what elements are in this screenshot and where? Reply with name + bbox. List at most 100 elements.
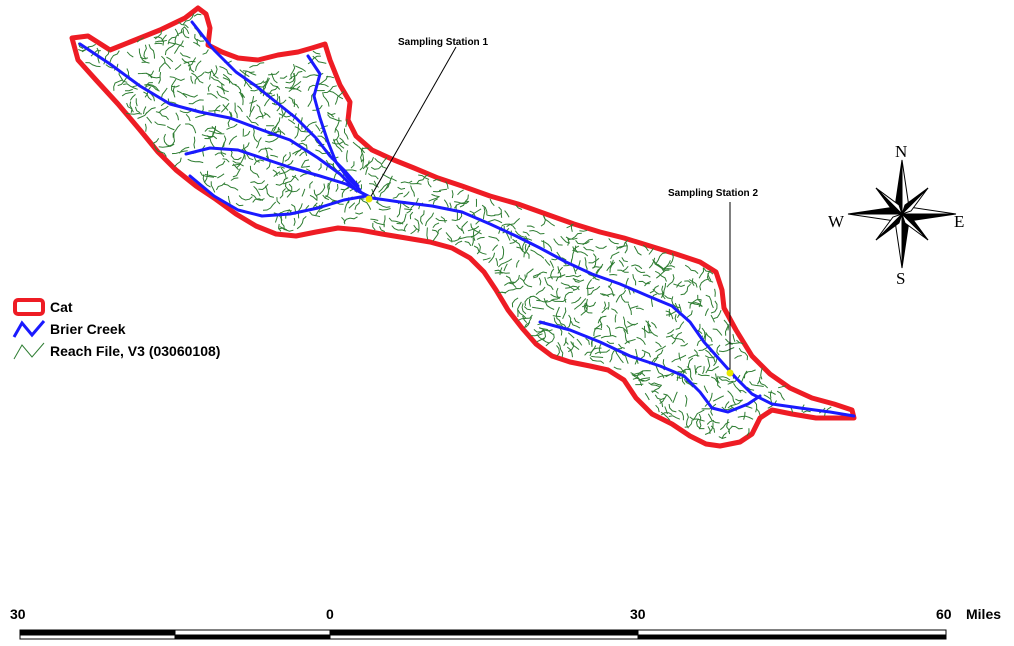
reach-segment (413, 224, 420, 231)
reach-segment (171, 78, 177, 94)
reach-segment (420, 210, 425, 225)
reach-segment (253, 159, 265, 166)
reach-segment (585, 337, 590, 345)
reach-segment (291, 175, 299, 181)
reach-segment (662, 291, 666, 300)
reach-segment (138, 48, 147, 63)
reach-segment (287, 160, 294, 166)
reach-segment (223, 135, 227, 148)
reach-segment (714, 288, 716, 297)
reach-segment (174, 31, 183, 45)
reach-segment (204, 127, 216, 132)
reach-segment (718, 377, 734, 383)
reach-segment (172, 85, 176, 98)
reach-segment (249, 96, 255, 112)
reach-segment (676, 376, 685, 379)
reach-segment (285, 188, 301, 193)
reach-segment (284, 151, 291, 162)
reach-segment (627, 303, 632, 315)
reach-segment (155, 111, 169, 121)
reach-segment (523, 306, 532, 311)
reach-segment (622, 265, 629, 272)
reach-segment (666, 274, 675, 288)
reach-segment (557, 341, 564, 358)
reach-segment (738, 347, 749, 361)
reach-segment (621, 257, 628, 263)
reach-segment (668, 404, 677, 413)
brier-creek-trib-south (538, 320, 762, 414)
reach-segment (503, 263, 508, 272)
reach-segment (642, 244, 649, 252)
reach-segment (232, 168, 241, 178)
reach-segment (182, 92, 198, 98)
reach-segment (802, 410, 811, 413)
reach-segment (614, 314, 617, 323)
reach-segment (327, 111, 335, 118)
reach-segment (650, 298, 654, 307)
reach-segment (227, 112, 233, 128)
reach-segment (339, 137, 349, 146)
reach-segment (287, 119, 296, 125)
reach-segment (301, 188, 306, 197)
reach-segment (753, 400, 758, 413)
reach-segment (609, 349, 618, 363)
reach-segment (348, 202, 356, 209)
reach-segment (702, 366, 705, 375)
reach-segment (105, 64, 113, 69)
reach-segment (179, 110, 192, 114)
reach-segment (154, 121, 166, 126)
reach-segment (567, 332, 575, 339)
scale-tick-2: 30 (630, 606, 646, 622)
reach-segment (215, 160, 226, 169)
reach-segment (458, 235, 475, 240)
reach-segment (410, 228, 418, 235)
reach-segment (381, 157, 388, 165)
reach-segment (432, 227, 442, 242)
reach-segment (154, 39, 168, 43)
reach-segment (428, 195, 440, 202)
reach-segment (158, 105, 169, 114)
reach-segment (607, 301, 610, 310)
reach-segment (154, 29, 162, 40)
reach-segment (644, 325, 646, 338)
reach-segment (121, 91, 134, 97)
reach-segment (528, 298, 531, 307)
reach-segment (655, 365, 665, 379)
reach-segment (607, 285, 615, 297)
brier-creek-trib-ne (306, 54, 362, 192)
reach-segment (241, 93, 244, 106)
reach-segment (533, 271, 548, 279)
reach-segment (210, 69, 219, 79)
reach-segment (631, 373, 643, 387)
reach-segment (649, 285, 660, 294)
reach-segment (461, 220, 469, 232)
reach-segment (175, 112, 179, 121)
reach-segment (699, 278, 709, 291)
reach-segment (689, 416, 705, 422)
legend-label-cat: Cat (50, 299, 73, 315)
reach-segment (737, 415, 754, 420)
reach-segment (704, 308, 709, 316)
reach-segment (432, 222, 440, 229)
reach-segment (684, 419, 693, 428)
reach-segment (703, 385, 709, 394)
reach-segment (664, 295, 672, 300)
reach-segment (293, 217, 296, 226)
reach-segment (286, 183, 293, 198)
reach-segment (126, 51, 134, 58)
reach-segment (235, 202, 244, 207)
reach-segment (158, 72, 162, 84)
reach-segment (397, 186, 406, 190)
reach-segment (212, 65, 218, 77)
reach-segment (630, 372, 646, 377)
reach-segment (601, 293, 610, 298)
reach-segment (135, 98, 138, 107)
reach-segment (680, 283, 691, 296)
reach-segment (391, 225, 407, 232)
reach-segment (431, 193, 440, 198)
reach-segment (371, 188, 379, 204)
reach-segment (558, 319, 567, 329)
reach-segment (378, 208, 391, 211)
reach-segment (615, 289, 627, 303)
